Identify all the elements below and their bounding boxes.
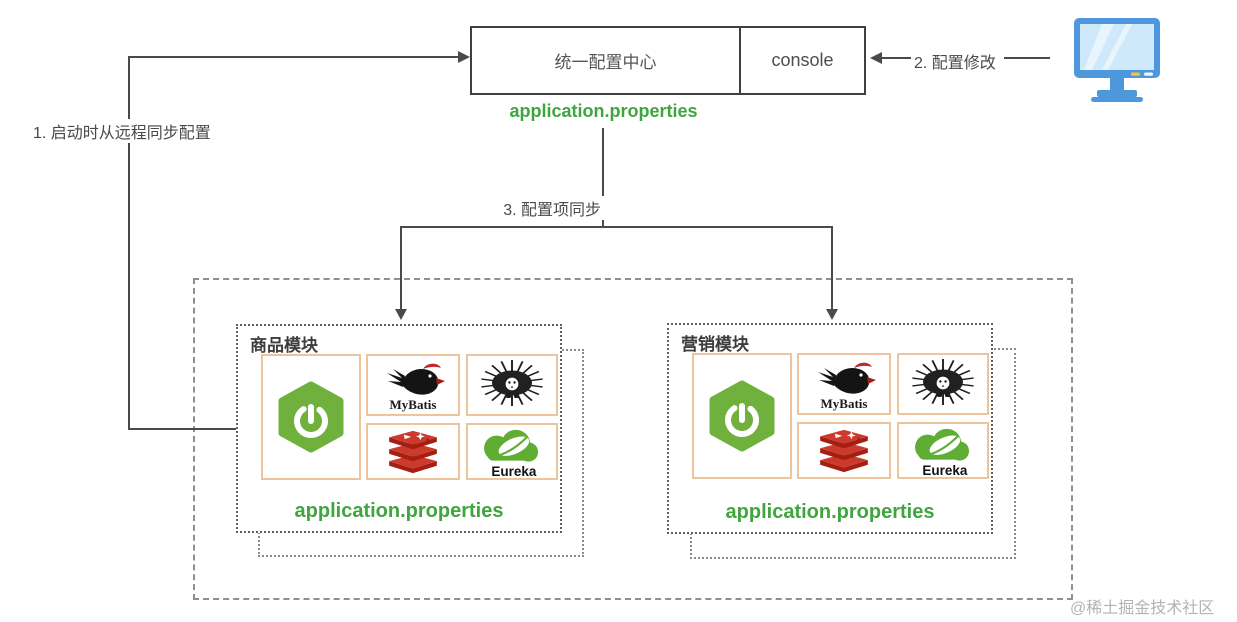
watermark: @稀土掘金技术社区 xyxy=(1070,600,1215,617)
hedgehog-icon xyxy=(897,353,989,415)
config-center-box: 统一配置中心 console xyxy=(470,26,866,95)
marketing-module-title: 营销模块 xyxy=(681,335,749,354)
flow3-left-drop-line xyxy=(400,226,402,310)
flow2-label: 2. 配置修改 xyxy=(911,49,999,73)
config-center-properties-file: application.properties xyxy=(509,101,698,121)
mybatis-label: MyBatis xyxy=(390,397,437,412)
flow3-left-arrowhead-icon xyxy=(395,309,407,320)
flow1-vertical-line xyxy=(128,56,130,430)
flow3-branch-line xyxy=(400,226,833,228)
eureka-label: Eureka xyxy=(491,464,537,479)
flow3-label: 3. 配置项同步 xyxy=(452,196,604,220)
eureka-label: Eureka xyxy=(922,463,968,478)
spring-boot-icon xyxy=(261,354,361,480)
hedgehog-icon xyxy=(466,354,558,416)
config-center-title: 统一配置中心 xyxy=(554,53,657,72)
flow1-bottom-line xyxy=(128,428,236,430)
flow3-vertical-line xyxy=(602,128,604,228)
product-module-properties-file: application.properties xyxy=(294,500,504,522)
flow2-line-left xyxy=(882,57,911,59)
flow2-line-right xyxy=(1004,57,1050,59)
mybatis-icon: MyBatis xyxy=(366,354,460,416)
spring-boot-icon xyxy=(692,353,792,479)
flow1-arrowhead-icon xyxy=(458,51,470,63)
mybatis-icon: MyBatis xyxy=(797,353,891,415)
deployment-zone-box xyxy=(193,278,1073,600)
eureka-icon: Eureka xyxy=(897,422,989,479)
product-module-box: 商品模块 MyBatis Eureka application.properti… xyxy=(236,324,562,533)
product-module-title: 商品模块 xyxy=(250,336,318,355)
redis-icon xyxy=(797,422,891,479)
flow1-top-line xyxy=(129,56,459,58)
marketing-module-box: 营销模块 MyBatis Eureka application.properti… xyxy=(667,323,993,534)
flow3-right-arrowhead-icon xyxy=(826,309,838,320)
console-cell[interactable]: console xyxy=(739,28,864,93)
marketing-module-properties-file: application.properties xyxy=(725,501,935,523)
mybatis-label: MyBatis xyxy=(821,396,868,411)
flow3-right-drop-line xyxy=(831,226,833,310)
flow2-arrowhead-icon xyxy=(870,52,882,64)
eureka-icon: Eureka xyxy=(466,423,558,480)
redis-icon xyxy=(366,423,460,480)
monitor-icon xyxy=(1068,16,1166,104)
flow1-label: 1. 启动时从远程同步配置 xyxy=(30,119,214,143)
